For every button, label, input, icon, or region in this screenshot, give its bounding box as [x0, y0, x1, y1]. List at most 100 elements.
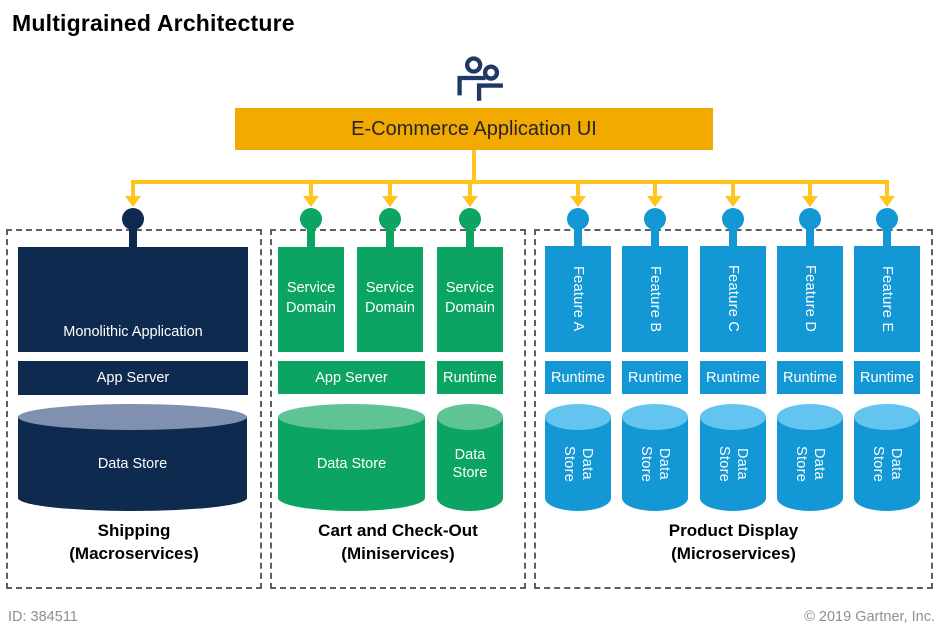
connector-shaft: [808, 180, 812, 196]
caption-line: (Macroservices): [69, 543, 199, 563]
data-store-label: Data Store: [716, 445, 751, 483]
caption-line: Product Display: [668, 521, 799, 540]
connector-dot: [459, 208, 481, 230]
feature-label: Feature E: [879, 265, 895, 333]
service-domain-box-3: Service Domain: [437, 247, 503, 352]
cylinder-body: Data Store: [777, 417, 843, 511]
product-data-store-cylinder-3: Data Store: [700, 404, 766, 511]
document-id: ID: 384511: [8, 609, 78, 625]
cart-data-store-cylinder-small: Data Store: [437, 404, 503, 511]
shipping-data-store-cylinder: Data Store: [18, 404, 247, 511]
cylinder-top: [18, 404, 247, 430]
runtime-label: Runtime: [706, 369, 760, 386]
feature-box-d: Feature D: [777, 246, 843, 352]
cylinder-body: Data Store: [278, 417, 425, 511]
service-domain-label: Service Domain: [445, 280, 495, 316]
connector-stem: [883, 226, 891, 249]
banner-drop-line: [472, 150, 476, 182]
connector-feature-c: [722, 180, 744, 249]
connector-shaft: [653, 180, 657, 196]
bus-horizontal-line: [131, 180, 889, 184]
data-store-label: Data Store: [561, 445, 596, 483]
ecommerce-ui-banner: E-Commerce Application UI: [235, 108, 713, 150]
connector-shaft: [468, 180, 472, 196]
service-domain-box-2: Service Domain: [357, 247, 423, 352]
connector-shaft: [309, 180, 313, 196]
feature-box-a: Feature A: [545, 246, 611, 352]
service-domain-label: Service Domain: [365, 280, 415, 316]
service-domain-label: Service Domain: [286, 280, 336, 316]
connector-stem: [574, 226, 582, 249]
data-store-label: Data Store: [452, 446, 488, 481]
connector-stem: [651, 226, 659, 249]
runtime-label: Runtime: [443, 369, 497, 386]
caption-line: (Miniservices): [341, 543, 455, 563]
connector-dot: [567, 208, 589, 230]
monolithic-application-box: Monolithic Application: [18, 247, 248, 352]
connector-dot: [300, 208, 322, 230]
feature-box-c: Feature C: [700, 246, 766, 352]
arrow-down-icon: [125, 196, 141, 207]
cylinder-top: [700, 404, 766, 430]
connector-shaft: [388, 180, 392, 196]
copyright-notice: © 2019 Gartner, Inc.: [804, 609, 935, 625]
cart-app-server-bar: App Server: [278, 361, 425, 394]
caption-product: Product Display (Microservices): [534, 520, 933, 566]
connector-dot: [876, 208, 898, 230]
monolithic-application-label: Monolithic Application: [63, 324, 203, 340]
connector-dot: [379, 208, 401, 230]
feature-label: Feature C: [725, 265, 741, 333]
product-data-store-cylinder-5: Data Store: [854, 404, 920, 511]
feature-box-e: Feature E: [854, 246, 920, 352]
connector-dot: [122, 208, 144, 230]
data-store-label: Data Store: [793, 445, 828, 483]
connector-stem: [466, 226, 474, 249]
feature-box-b: Feature B: [622, 246, 688, 352]
runtime-label: Runtime: [628, 369, 682, 386]
cylinder-body: Data Store: [622, 417, 688, 511]
arrow-down-icon: [570, 196, 586, 207]
users-icon: [457, 56, 503, 101]
feature-label: Feature A: [570, 266, 586, 332]
product-runtime-bar-1: Runtime: [545, 361, 611, 394]
cylinder-body: Data Store: [18, 417, 247, 511]
product-runtime-bar-4: Runtime: [777, 361, 843, 394]
connector-dot: [644, 208, 666, 230]
connector-cart-2: [379, 180, 401, 249]
caption-line: Cart and Check-Out: [318, 521, 478, 540]
product-runtime-bar-3: Runtime: [700, 361, 766, 394]
caption-line: (Microservices): [671, 543, 796, 563]
connector-shaft: [885, 180, 889, 196]
connector-feature-e: [876, 180, 898, 249]
cylinder-body: Data Store: [437, 417, 503, 511]
runtime-label: Runtime: [551, 369, 605, 386]
arrow-down-icon: [462, 196, 478, 207]
connector-feature-d: [799, 180, 821, 249]
connector-cart-1: [300, 180, 322, 249]
cart-data-store-cylinder-wide: Data Store: [278, 404, 425, 511]
connector-stem: [386, 226, 394, 249]
product-data-store-cylinder-2: Data Store: [622, 404, 688, 511]
connector-dot: [799, 208, 821, 230]
app-server-label: App Server: [96, 370, 170, 386]
cylinder-top: [545, 404, 611, 430]
connector-stem: [129, 226, 137, 249]
data-store-label: Data Store: [97, 456, 168, 472]
cylinder-body: Data Store: [854, 417, 920, 511]
connector-shaft: [131, 180, 135, 196]
cylinder-top: [437, 404, 503, 430]
runtime-label: Runtime: [783, 369, 837, 386]
product-data-store-cylinder-1: Data Store: [545, 404, 611, 511]
product-data-store-cylinder-4: Data Store: [777, 404, 843, 511]
connector-shaft: [731, 180, 735, 196]
arrow-down-icon: [879, 196, 895, 207]
arrow-down-icon: [382, 196, 398, 207]
service-domain-box-1: Service Domain: [278, 247, 344, 352]
arrow-down-icon: [802, 196, 818, 207]
connector-shaft: [576, 180, 580, 196]
connector-cart-3: [459, 180, 481, 249]
caption-line: Shipping: [97, 521, 171, 540]
group-cart: [270, 229, 526, 589]
page-title: Multigrained Architecture: [12, 10, 295, 36]
